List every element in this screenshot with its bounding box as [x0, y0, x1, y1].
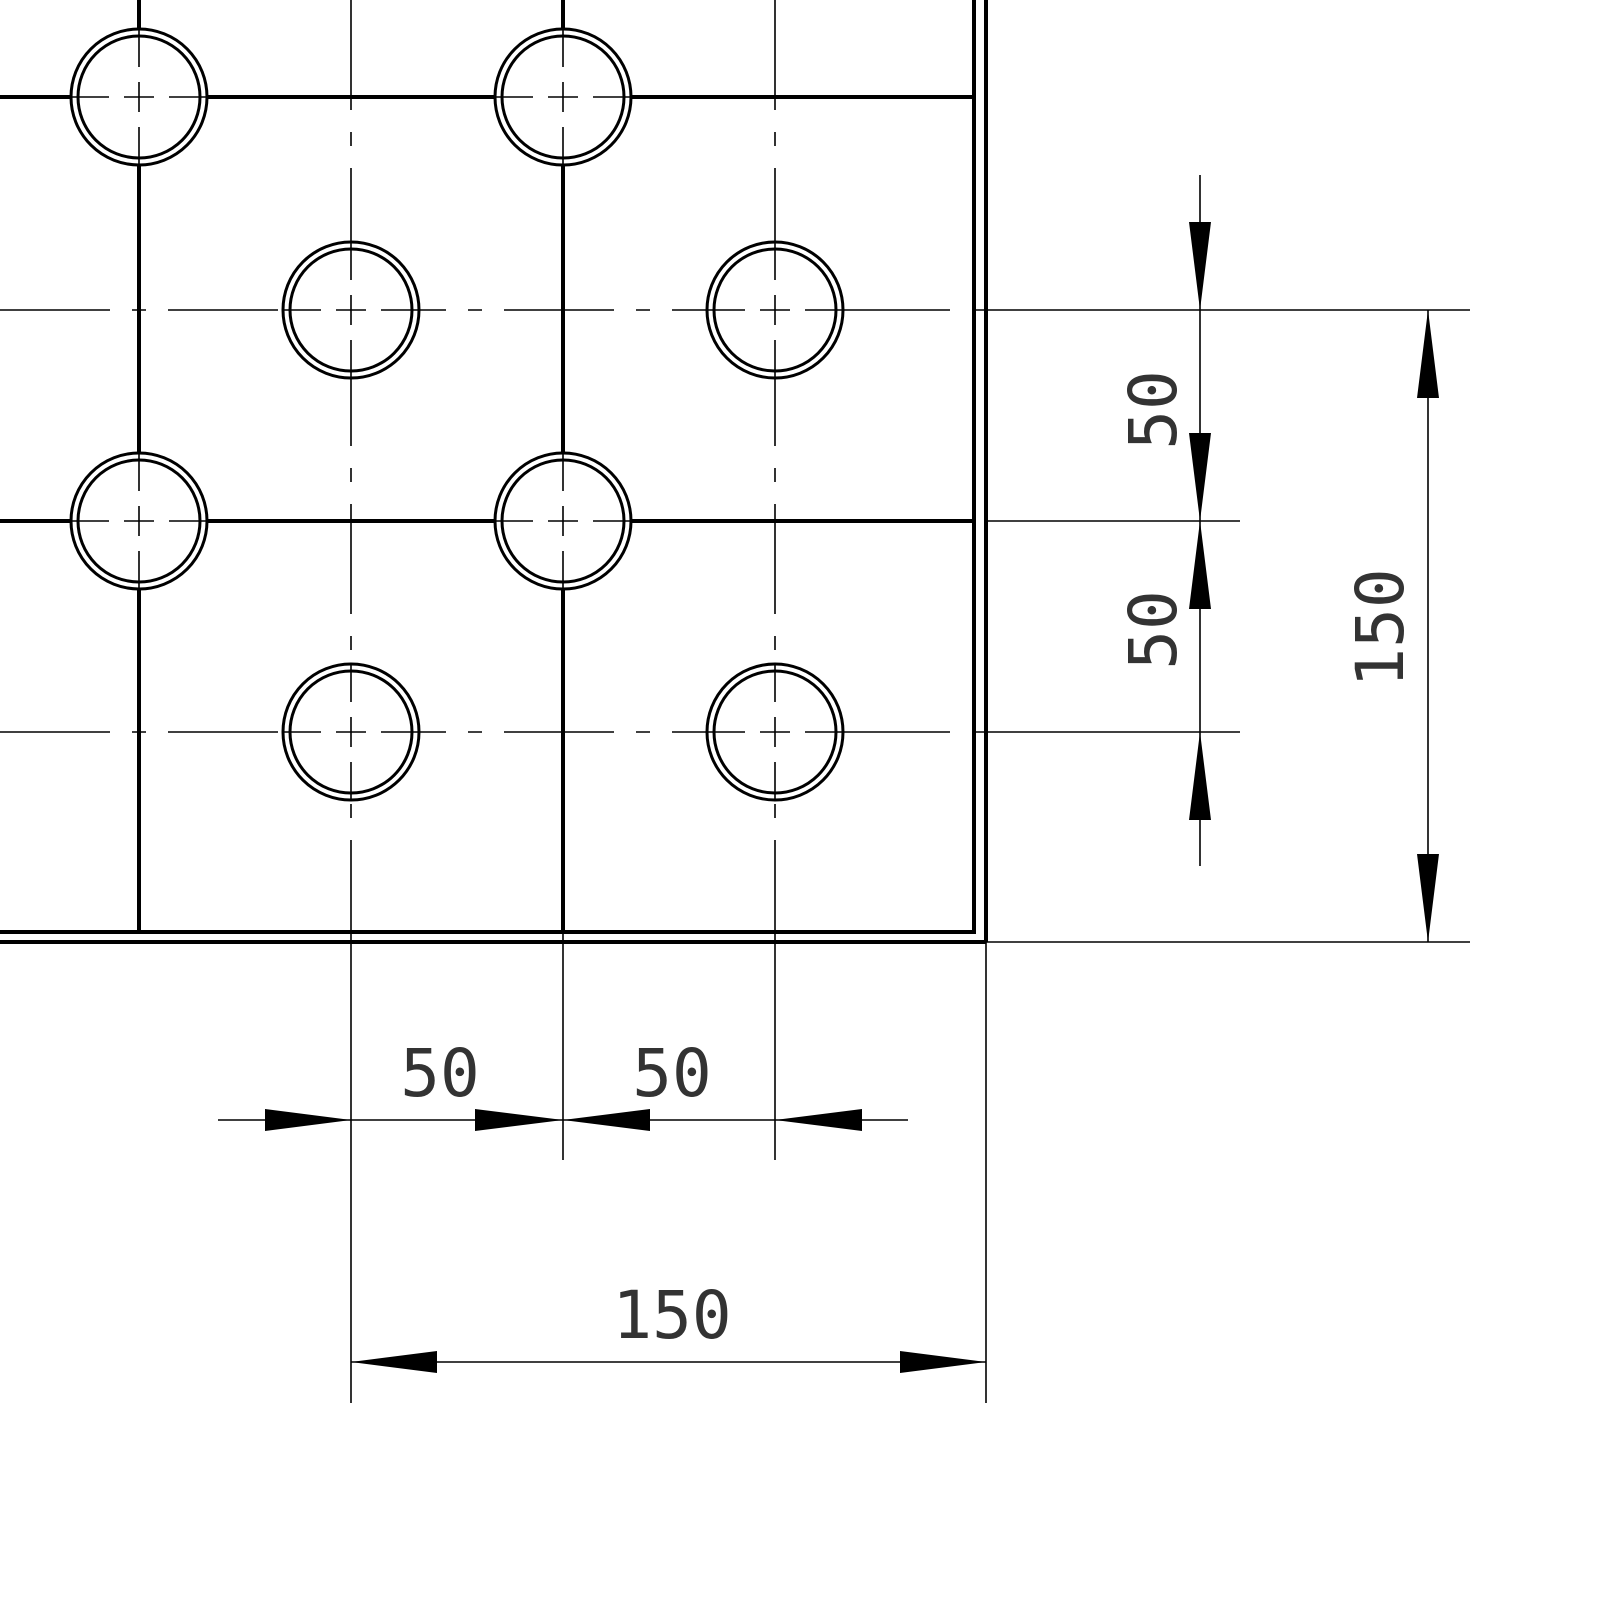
dimension-horizontal-150: 150: [612, 1277, 731, 1354]
dimension-vertical-50-lower: 50: [1115, 590, 1192, 669]
holes: [69, 27, 845, 802]
vertical-dimension-chain: 50 50: [1115, 175, 1211, 866]
dimension-vertical-50-upper: 50: [1115, 370, 1192, 449]
extension-lines: [350, 309, 1470, 1403]
horizontal-dimension-total: 150: [351, 1277, 986, 1373]
dimension-horizontal-50-right: 50: [632, 1035, 711, 1112]
dimension-vertical-150: 150: [1342, 568, 1419, 687]
dimension-horizontal-50-left: 50: [400, 1035, 479, 1112]
horizontal-dimension-chain: 50 50: [218, 1035, 908, 1131]
vertical-dimension-total: 150: [1342, 310, 1439, 942]
